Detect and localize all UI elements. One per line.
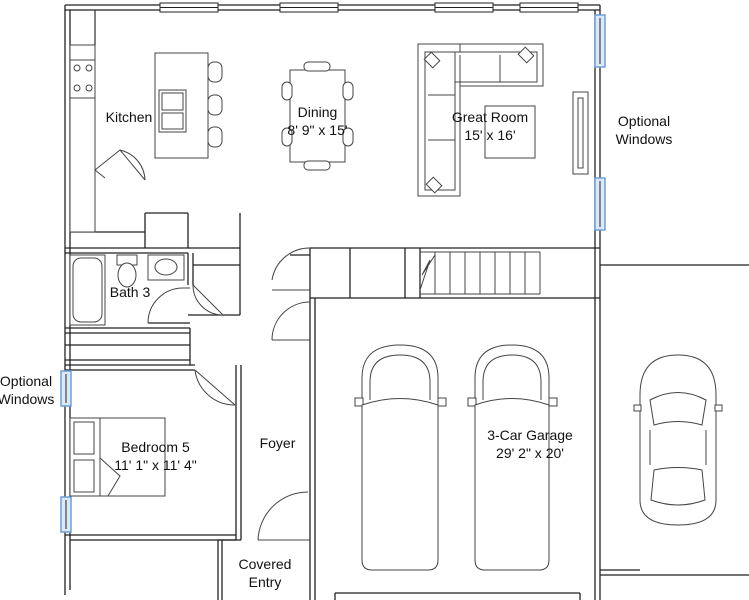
bedroom5-size: 11' 1" x 11' 4" [114, 457, 197, 473]
bedroom5-name: Bedroom 5 [121, 439, 190, 455]
garage-car-right-icon [467, 344, 558, 571]
optional-windows-left-line2: Windows [0, 391, 55, 407]
windows-top [159, 2, 579, 13]
optional-windows-right-line1: Optional [617, 113, 671, 129]
covered-entry-line2: Entry [248, 574, 282, 590]
bath3-label: Bath 3 [100, 283, 160, 301]
bedroom5-label: Bedroom 5 11' 1" x 11' 4" [103, 438, 208, 474]
optional-windows-right-line2: Windows [615, 131, 673, 147]
coffee-table [484, 105, 536, 159]
kitchen-fixtures [69, 10, 223, 233]
great-room-name: Great Room [451, 109, 529, 125]
great-room-size: 15' x 16' [464, 127, 516, 143]
dining-table-icon [281, 61, 354, 171]
optional-windows-left-label: Optional Windows [0, 372, 64, 408]
sectional-sofa-icon [417, 43, 544, 197]
garage-size: 29' 2" x 20' [496, 445, 564, 461]
kitchen-label: Kitchen [99, 108, 159, 126]
foyer-name: Foyer [259, 435, 296, 451]
stairs-icon [419, 251, 541, 295]
optional-windows-right-label: Optional Windows [606, 112, 682, 148]
tv-unit-icon [572, 91, 589, 175]
garage-car-left-icon [354, 344, 447, 571]
bed-icon [69, 417, 166, 497]
bath-fixtures [69, 254, 224, 326]
great-room-label: Great Room 15' x 16' [440, 108, 540, 144]
garage-name: 3-Car Garage [487, 427, 573, 443]
driveway-car-icon [633, 354, 723, 526]
bath3-name: Bath 3 [109, 284, 151, 300]
foyer-label: Foyer [250, 434, 305, 452]
covered-entry-label: Covered Entry [231, 555, 299, 591]
doors [194, 247, 311, 541]
covered-entry-line1: Covered [238, 556, 292, 572]
kitchen-name: Kitchen [105, 109, 153, 125]
dining-size: 8' 9" x 15' [287, 122, 348, 138]
dining-name: Dining [297, 104, 338, 120]
garage-label: 3-Car Garage 29' 2" x 20' [470, 426, 590, 462]
optional-windows-left-line1: Optional [0, 373, 53, 389]
dining-label: Dining 8' 9" x 15' [270, 103, 365, 139]
